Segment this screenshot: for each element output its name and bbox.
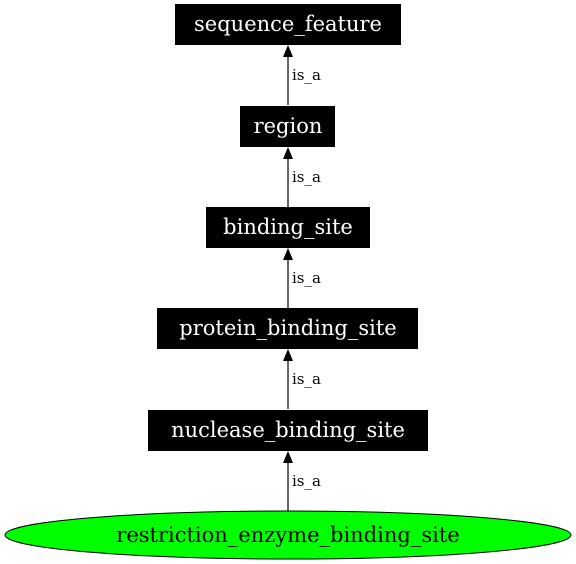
edge-binding-site-to-region: is_a bbox=[283, 147, 321, 207]
nodes: sequence_feature region binding_site pro… bbox=[4, 4, 572, 560]
node-sequence-feature[interactable]: sequence_feature bbox=[175, 4, 401, 45]
node-box bbox=[240, 106, 335, 147]
edge-protein-binding-site-to-binding-site: is_a bbox=[283, 248, 321, 308]
edge-label: is_a bbox=[292, 370, 321, 388]
arrowhead-icon bbox=[283, 451, 293, 463]
node-label: binding_site bbox=[223, 215, 353, 239]
node-binding-site[interactable]: binding_site bbox=[206, 207, 370, 248]
node-label: sequence_feature bbox=[194, 12, 382, 36]
edges: is_a is_a is_a is_a is_a bbox=[283, 45, 321, 511]
node-box bbox=[148, 410, 428, 451]
arrowhead-icon bbox=[283, 147, 293, 159]
edge-region-to-sequence-feature: is_a bbox=[283, 45, 321, 105]
node-box bbox=[206, 207, 370, 248]
node-restriction-enzyme-binding-site[interactable]: restriction_enzyme_binding_site bbox=[4, 510, 572, 560]
arrowhead-icon bbox=[283, 45, 293, 57]
arrowhead-icon bbox=[283, 349, 293, 361]
node-label: nuclease_binding_site bbox=[171, 418, 405, 442]
node-label: protein_binding_site bbox=[179, 316, 396, 340]
edge-label: is_a bbox=[292, 269, 321, 287]
edge-label: is_a bbox=[292, 168, 321, 186]
node-ellipse bbox=[4, 510, 572, 560]
edge-nuclease-binding-site-to-protein-binding-site: is_a bbox=[283, 349, 321, 409]
node-nuclease-binding-site[interactable]: nuclease_binding_site bbox=[148, 410, 428, 451]
node-box bbox=[157, 308, 418, 349]
node-box bbox=[175, 4, 401, 45]
edge-restriction-enzyme-binding-site-to-nuclease-binding-site: is_a bbox=[283, 451, 321, 511]
node-region[interactable]: region bbox=[240, 106, 335, 147]
node-label: restriction_enzyme_binding_site bbox=[116, 523, 459, 547]
edge-label: is_a bbox=[292, 66, 321, 84]
node-label: region bbox=[254, 114, 323, 138]
arrowhead-icon bbox=[283, 248, 293, 260]
node-protein-binding-site[interactable]: protein_binding_site bbox=[157, 308, 418, 349]
edge-label: is_a bbox=[292, 472, 321, 490]
